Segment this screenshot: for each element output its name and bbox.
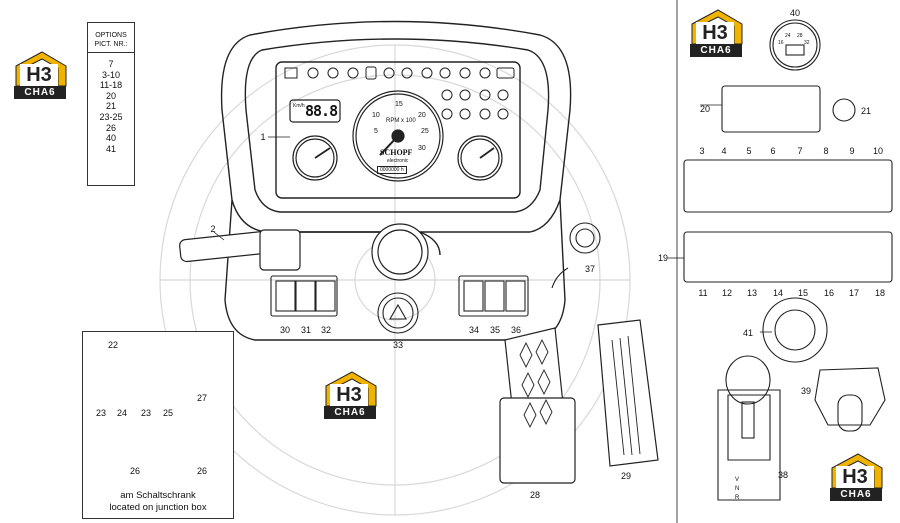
callout-6: 6 <box>770 146 776 156</box>
callout-35: 35 <box>489 325 500 335</box>
callout-26: 26 <box>196 466 207 476</box>
callout-34: 34 <box>468 325 479 335</box>
callout-32: 32 <box>320 325 331 335</box>
callout-11: 11 <box>698 288 708 298</box>
options-item: 11-18 <box>99 80 123 91</box>
logo-mark: H3 <box>836 466 874 488</box>
logo-mark: H3 <box>20 64 58 86</box>
tach-tick: 25 <box>421 128 429 135</box>
callout-37: 37 <box>584 264 595 274</box>
options-item: 26 <box>105 122 116 133</box>
callout-38: 38 <box>777 470 788 480</box>
callout-4: 4 <box>721 146 727 156</box>
junction-box-panel: am Schaltschrank located on junction box <box>82 331 234 519</box>
logo-mark: H3 <box>330 384 368 406</box>
hour-meter: 0000000 h <box>377 166 407 174</box>
callout-41: 41 <box>742 328 753 338</box>
gauge-tick: 16 <box>778 40 784 46</box>
callout-31: 31 <box>300 325 311 335</box>
callout-5: 5 <box>746 146 752 156</box>
gate-label: N <box>735 486 740 492</box>
gate-label: R <box>735 495 740 501</box>
callout-1: 1 <box>260 132 266 142</box>
rpm-label: RPM x 100 <box>386 118 416 124</box>
options-table-header: OPTIONS PICT. NR.: <box>88 23 134 53</box>
options-list: 7 3-10 11-18 20 21 23-25 26 40 41 <box>88 59 134 154</box>
callout-40: 40 <box>789 8 800 18</box>
dashboard-brand: SCHOPF <box>380 148 413 157</box>
callout-16: 16 <box>823 288 834 298</box>
callout-39: 39 <box>800 386 811 396</box>
speed-unit: Km/h <box>293 103 305 109</box>
speed-readout: 88.8 <box>305 102 338 120</box>
brand-logo: H3 CHA6 <box>688 8 746 60</box>
callout-21: 21 <box>860 106 871 116</box>
callout-2: 2 <box>210 224 216 234</box>
callout-23: 23 <box>95 408 106 418</box>
options-item: 40 <box>105 133 116 144</box>
callout-15: 15 <box>797 288 808 298</box>
options-table: OPTIONS PICT. NR.: 7 3-10 11-18 20 21 23… <box>87 22 135 186</box>
callout-14: 14 <box>772 288 783 298</box>
callout-19: 19 <box>657 253 668 263</box>
callout-20: 20 <box>699 104 710 114</box>
callout-3: 3 <box>699 146 705 156</box>
logo-caption: CHA6 <box>14 86 66 99</box>
callout-7: 7 <box>797 146 803 156</box>
logo-caption: CHA6 <box>324 406 376 419</box>
callout-28: 28 <box>529 490 540 500</box>
callout-24: 24 <box>116 408 127 418</box>
junction-caption-en: located on junction box <box>109 502 207 513</box>
tach-tick: 10 <box>372 112 380 119</box>
callout-36: 36 <box>510 325 521 335</box>
brand-logo: H3 CHA6 <box>12 50 70 102</box>
logo-caption: CHA6 <box>830 488 882 501</box>
callout-30: 30 <box>279 325 290 335</box>
options-item: 3-10 <box>101 69 120 80</box>
callout-25: 25 <box>162 408 173 418</box>
callout-13: 13 <box>746 288 757 298</box>
callout-23: 23 <box>140 408 151 418</box>
options-item: 21 <box>105 101 116 112</box>
tach-tick: 5 <box>374 128 378 135</box>
options-item: 41 <box>105 143 116 154</box>
callout-33: 33 <box>392 340 403 350</box>
brand-logo: H3 CHA6 <box>828 452 886 504</box>
callout-10: 10 <box>872 146 883 156</box>
callout-26: 26 <box>129 466 140 476</box>
gauge-tick: 24 <box>785 33 791 39</box>
logo-caption: CHA6 <box>690 44 742 57</box>
callout-27: 27 <box>196 393 207 403</box>
junction-caption-de: am Schaltschrank <box>120 490 196 501</box>
callout-22: 22 <box>107 340 118 350</box>
gate-label: V <box>735 477 740 483</box>
callout-9: 9 <box>849 146 855 156</box>
options-item: 23-25 <box>99 111 123 122</box>
gauge-tick: 32 <box>804 40 810 46</box>
callout-12: 12 <box>721 288 732 298</box>
gauge-tick: 28 <box>797 33 803 39</box>
tach-tick: 30 <box>418 145 426 152</box>
options-item: 7 <box>108 59 114 69</box>
options-item: 20 <box>105 90 116 101</box>
dashboard-brand-sub: electronic <box>387 158 409 164</box>
callout-17: 17 <box>848 288 859 298</box>
tach-tick: 20 <box>418 112 426 119</box>
callout-29: 29 <box>620 471 631 481</box>
callout-18: 18 <box>874 288 885 298</box>
logo-mark: H3 <box>696 22 734 44</box>
callout-8: 8 <box>823 146 829 156</box>
tach-tick: 15 <box>395 101 403 108</box>
brand-logo: H3 CHA6 <box>322 370 380 422</box>
